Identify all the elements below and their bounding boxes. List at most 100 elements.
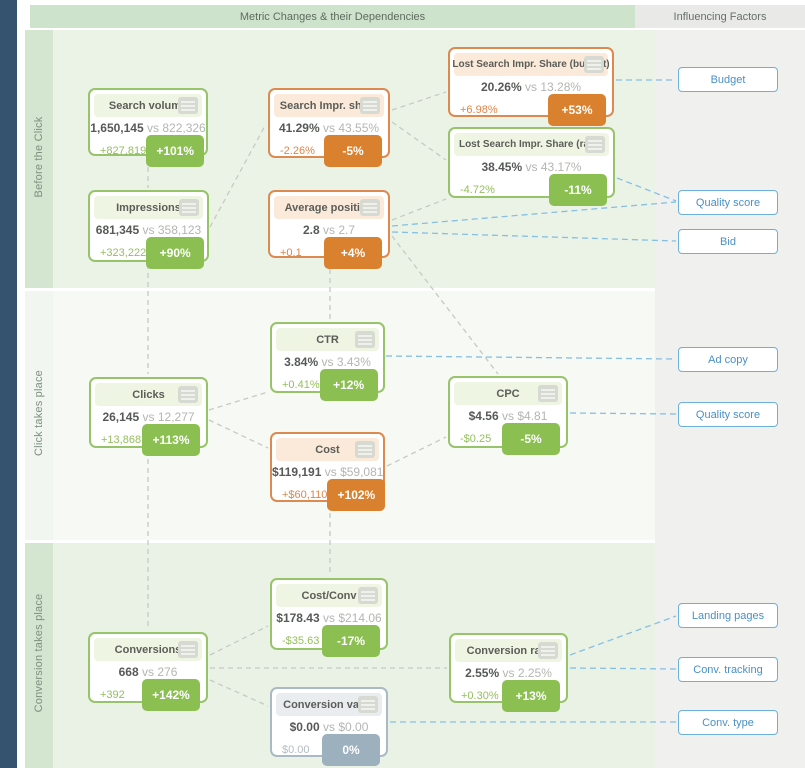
factor-button-quality-score[interactable]: Quality score bbox=[678, 190, 778, 215]
card-title: Conversions bbox=[114, 643, 182, 656]
factor-button-conv-type[interactable]: Conv. type bbox=[678, 710, 778, 735]
current-value: $0.00 bbox=[289, 720, 320, 734]
card-delta-row: +392 +142% bbox=[90, 679, 206, 715]
metric-card-search-impr-share[interactable]: Search Impr. share 41.29% vs 43.55% -2.2… bbox=[268, 88, 390, 167]
card-header: Search Impr. share bbox=[274, 94, 384, 117]
sidebar-strip bbox=[0, 0, 17, 768]
card-header: Cost bbox=[276, 438, 379, 461]
metric-card-cpc[interactable]: CPC $4.56 vs $4.81 -$0.25 -5% bbox=[448, 376, 568, 455]
card-values: 3.84% vs 3.43% bbox=[272, 355, 383, 369]
card-values: 38.45% vs 43.17% bbox=[450, 160, 613, 174]
metric-card-cost-per-conv[interactable]: Cost/Conv $178.43 vs $214.06 -$35.63 -17… bbox=[270, 578, 388, 657]
section-band-conversion bbox=[25, 543, 53, 768]
dependency-connectors bbox=[147, 91, 499, 707]
factor-button-quality-score-2[interactable]: Quality score bbox=[678, 402, 778, 427]
vs-label: vs bbox=[147, 121, 159, 135]
card-delta-row: +323,222 +90% bbox=[90, 237, 207, 273]
current-value: 3.84% bbox=[284, 355, 319, 369]
card-menu-icon[interactable] bbox=[584, 56, 604, 73]
current-value: $4.56 bbox=[468, 409, 499, 423]
card-values: $0.00 vs $0.00 bbox=[272, 720, 386, 734]
card-menu-icon[interactable] bbox=[585, 136, 605, 153]
edge-cpc-qualityscore bbox=[569, 412, 677, 415]
card-header: CTR bbox=[276, 328, 379, 351]
edge-impressions-imprshare bbox=[209, 123, 267, 228]
card-values: 2.8 vs 2.7 bbox=[270, 223, 388, 237]
delta-value: +13,868 bbox=[101, 434, 142, 446]
card-delta-row: -4.72% -11% bbox=[450, 174, 613, 210]
card-header: Conversion rate bbox=[455, 639, 562, 662]
card-menu-icon[interactable] bbox=[538, 385, 558, 402]
card-menu-icon[interactable] bbox=[178, 641, 198, 658]
percent-badge: +53% bbox=[548, 94, 606, 126]
current-value: 2.55% bbox=[465, 666, 500, 680]
card-header: Clicks bbox=[95, 383, 202, 406]
card-delta-row: +827,819 +101% bbox=[90, 135, 206, 171]
current-value: $178.43 bbox=[276, 611, 320, 625]
card-title: CTR bbox=[316, 333, 339, 346]
card-menu-icon[interactable] bbox=[538, 642, 558, 659]
card-values: $4.56 vs $4.81 bbox=[450, 409, 566, 423]
edge-avgposition-lostrank bbox=[391, 198, 447, 221]
card-menu-icon[interactable] bbox=[355, 331, 375, 348]
card-menu-icon[interactable] bbox=[178, 97, 198, 114]
vs-label: vs bbox=[142, 665, 154, 679]
previous-value: $214.06 bbox=[338, 611, 382, 625]
percent-badge: +4% bbox=[324, 237, 382, 269]
metric-card-impressions[interactable]: Impressions 681,345 vs 358,123 +323,222 … bbox=[88, 190, 209, 269]
card-delta-row: +$60,110 +102% bbox=[272, 479, 386, 515]
card-menu-icon[interactable] bbox=[355, 441, 375, 458]
delta-value: +$60,110 bbox=[282, 489, 328, 501]
metric-card-search-volume[interactable]: Search volume 1,650,145 vs 822,326 +827,… bbox=[88, 88, 208, 167]
delta-value: +392 bbox=[100, 689, 125, 701]
vs-label: vs bbox=[323, 720, 335, 734]
factor-button-bid[interactable]: Bid bbox=[678, 229, 778, 254]
card-menu-icon[interactable] bbox=[179, 199, 199, 216]
edge-conversions-costperconv bbox=[209, 625, 269, 656]
factor-button-budget[interactable]: Budget bbox=[678, 67, 778, 92]
percent-badge: +101% bbox=[146, 135, 205, 167]
metric-card-conversions[interactable]: Conversions 668 vs 276 +392 +142% bbox=[88, 632, 208, 711]
previous-value: 276 bbox=[157, 665, 178, 679]
edge-imprshare-lostbudget bbox=[391, 91, 447, 111]
card-title: Search volume bbox=[108, 99, 188, 112]
percent-badge: +12% bbox=[319, 369, 378, 401]
edge-cost-cpc bbox=[386, 436, 447, 467]
delta-value: +6.98% bbox=[460, 104, 498, 116]
vs-label: vs bbox=[323, 121, 335, 135]
factor-button-conv-tracking[interactable]: Conv. tracking bbox=[678, 657, 778, 682]
metric-card-ctr[interactable]: CTR 3.84% vs 3.43% +0.41% +12% bbox=[270, 322, 385, 401]
card-delta-row: +6.98% +53% bbox=[450, 94, 612, 130]
card-values: 26,145 vs 12,277 bbox=[91, 410, 206, 424]
metric-card-cost[interactable]: Cost $119,191 vs $59,081 +$60,110 +102% bbox=[270, 432, 386, 511]
card-menu-icon[interactable] bbox=[360, 97, 380, 114]
card-delta-row: -$0.25 -5% bbox=[450, 423, 566, 459]
card-title: Lost Search Impr. Share (rank) bbox=[458, 139, 605, 150]
card-menu-icon[interactable] bbox=[358, 696, 378, 713]
card-header: Lost Search Impr. Share (rank) bbox=[454, 133, 609, 156]
factor-button-landing-pages[interactable]: Landing pages bbox=[678, 603, 778, 628]
card-menu-icon[interactable] bbox=[360, 199, 380, 216]
factor-button-ad-copy[interactable]: Ad copy bbox=[678, 347, 778, 372]
card-menu-icon[interactable] bbox=[178, 386, 198, 403]
metric-card-lost-impr-share-rank[interactable]: Lost Search Impr. Share (rank) 38.45% vs… bbox=[448, 127, 615, 206]
card-menu-icon[interactable] bbox=[358, 587, 378, 604]
previous-value: 3.43% bbox=[336, 355, 371, 369]
metric-card-conversion-rate[interactable]: Conversion rate 2.55% vs 2.25% +0.30% +1… bbox=[449, 633, 568, 712]
edge-avgposition-qualityscore bbox=[391, 201, 677, 227]
edge-lostrank-qualityscore bbox=[616, 177, 677, 202]
card-delta-row: -2.26% -5% bbox=[270, 135, 388, 171]
edge-conversions-convvalue bbox=[209, 679, 269, 707]
current-value: 20.26% bbox=[480, 80, 522, 94]
metric-card-average-position[interactable]: Average position 2.8 vs 2.7 +0.1 +4% bbox=[268, 190, 390, 269]
card-header: Cost/Conv bbox=[276, 584, 382, 607]
metric-card-conversion-value[interactable]: Conversion value $0.00 vs $0.00 $0.00 0% bbox=[270, 687, 388, 766]
metric-card-lost-impr-share-budget[interactable]: Lost Search Impr. Share (budget) 20.26% … bbox=[448, 47, 614, 126]
card-delta-row: +0.41% +12% bbox=[272, 369, 383, 405]
card-values: 681,345 vs 358,123 bbox=[90, 223, 207, 237]
metric-card-clicks[interactable]: Clicks 26,145 vs 12,277 +13,868 +113% bbox=[89, 377, 208, 456]
current-value: 26,145 bbox=[102, 410, 140, 424]
card-title: Search Impr. share bbox=[279, 99, 379, 112]
card-values: $119,191 vs $59,081 bbox=[272, 465, 383, 479]
